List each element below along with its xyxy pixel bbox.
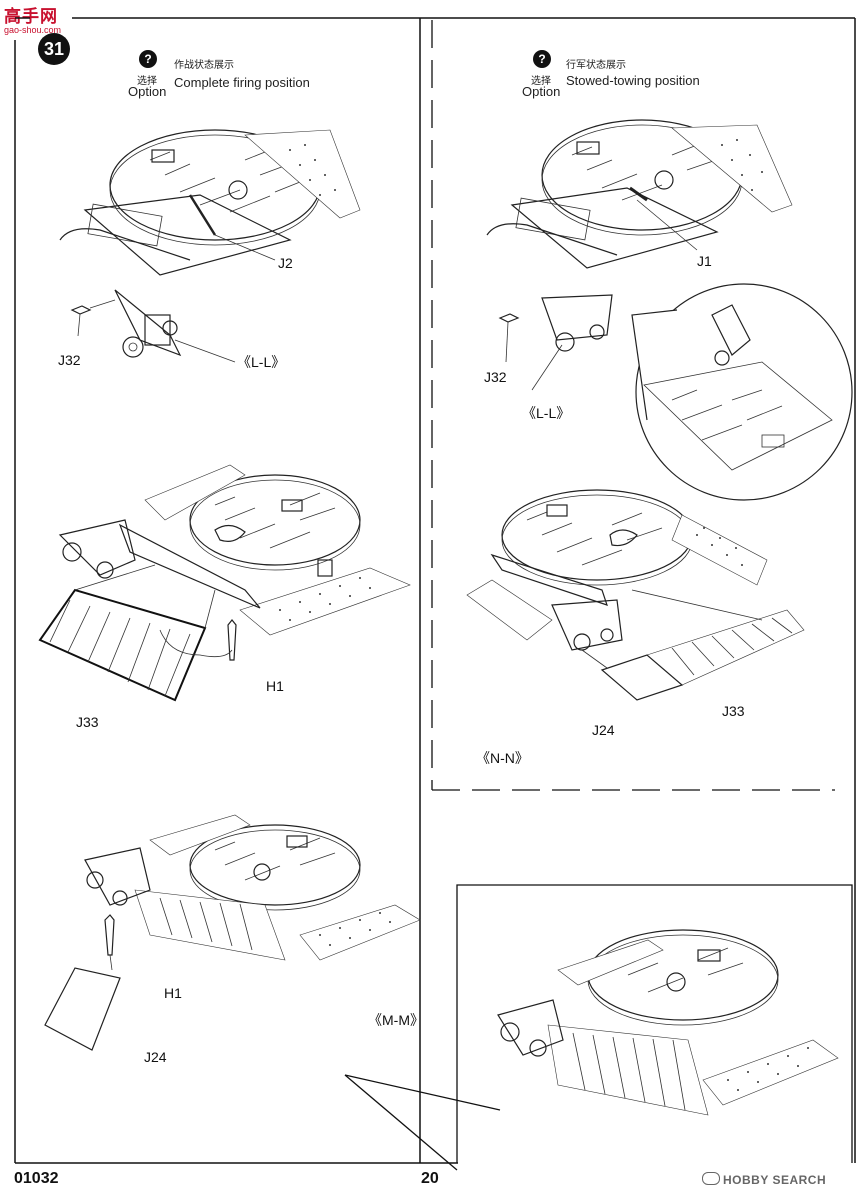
hobby-search-text: HOBBY SEARCH bbox=[723, 1173, 827, 1187]
kit-number: 01032 bbox=[14, 1170, 59, 1187]
callout-j24-right: J24 bbox=[592, 722, 615, 738]
diagram-mid-right bbox=[466, 489, 805, 701]
callout-j1: J1 bbox=[697, 253, 712, 269]
question-icon: ? bbox=[533, 50, 551, 68]
callout-h1-bottom: H1 bbox=[164, 985, 182, 1001]
hobby-search-watermark: HOBBY SEARCH bbox=[702, 1172, 826, 1187]
watermark-logo-text: 高手网 bbox=[4, 7, 58, 27]
view-label-ll-right: 《L-L》 bbox=[522, 405, 571, 421]
diagram-bottom-left bbox=[44, 814, 421, 1051]
step-badge: 31 bbox=[38, 33, 70, 65]
option-left-cn-title: 作战状态展示 bbox=[174, 60, 234, 71]
view-label-nn: 《N-N》 bbox=[476, 750, 529, 766]
callout-j32-right: J32 bbox=[484, 369, 507, 385]
view-label-ll-left: 《L-L》 bbox=[237, 354, 286, 370]
option-left-en-title: Complete firing position bbox=[174, 75, 310, 90]
watermark-url: gao-shou.com bbox=[4, 25, 62, 35]
callout-j33-left: J33 bbox=[76, 714, 99, 730]
option-right-cn-title: 行军状态展示 bbox=[566, 60, 626, 71]
callout-j33-right: J33 bbox=[722, 703, 745, 719]
option-left-cn-label: 选择 bbox=[137, 76, 157, 87]
callout-j2: J2 bbox=[278, 255, 293, 271]
callout-j32-left: J32 bbox=[58, 352, 81, 368]
view-label-mm: 《M-M》 bbox=[368, 1012, 424, 1028]
diagram-top-right bbox=[486, 119, 853, 501]
option-right-en-label: Option bbox=[522, 84, 561, 99]
hobby-search-logo-icon bbox=[702, 1172, 720, 1185]
option-left-en-label: Option bbox=[128, 84, 167, 99]
option-right-cn-label: 选择 bbox=[531, 76, 551, 87]
question-icon: ? bbox=[139, 50, 157, 68]
diagram-inset bbox=[497, 929, 839, 1116]
step-number: 31 bbox=[43, 39, 65, 59]
watermark-logo: 高手网 gao-shou.com bbox=[4, 2, 61, 35]
option-right-en-title: Stowed-towing position bbox=[566, 73, 700, 88]
diagram-mid-left bbox=[38, 464, 411, 702]
diagram-top-left bbox=[59, 129, 361, 363]
callout-h1-mid: H1 bbox=[266, 678, 284, 694]
callout-j24-bottom: J24 bbox=[144, 1049, 167, 1065]
page-number: 20 bbox=[421, 1170, 439, 1187]
